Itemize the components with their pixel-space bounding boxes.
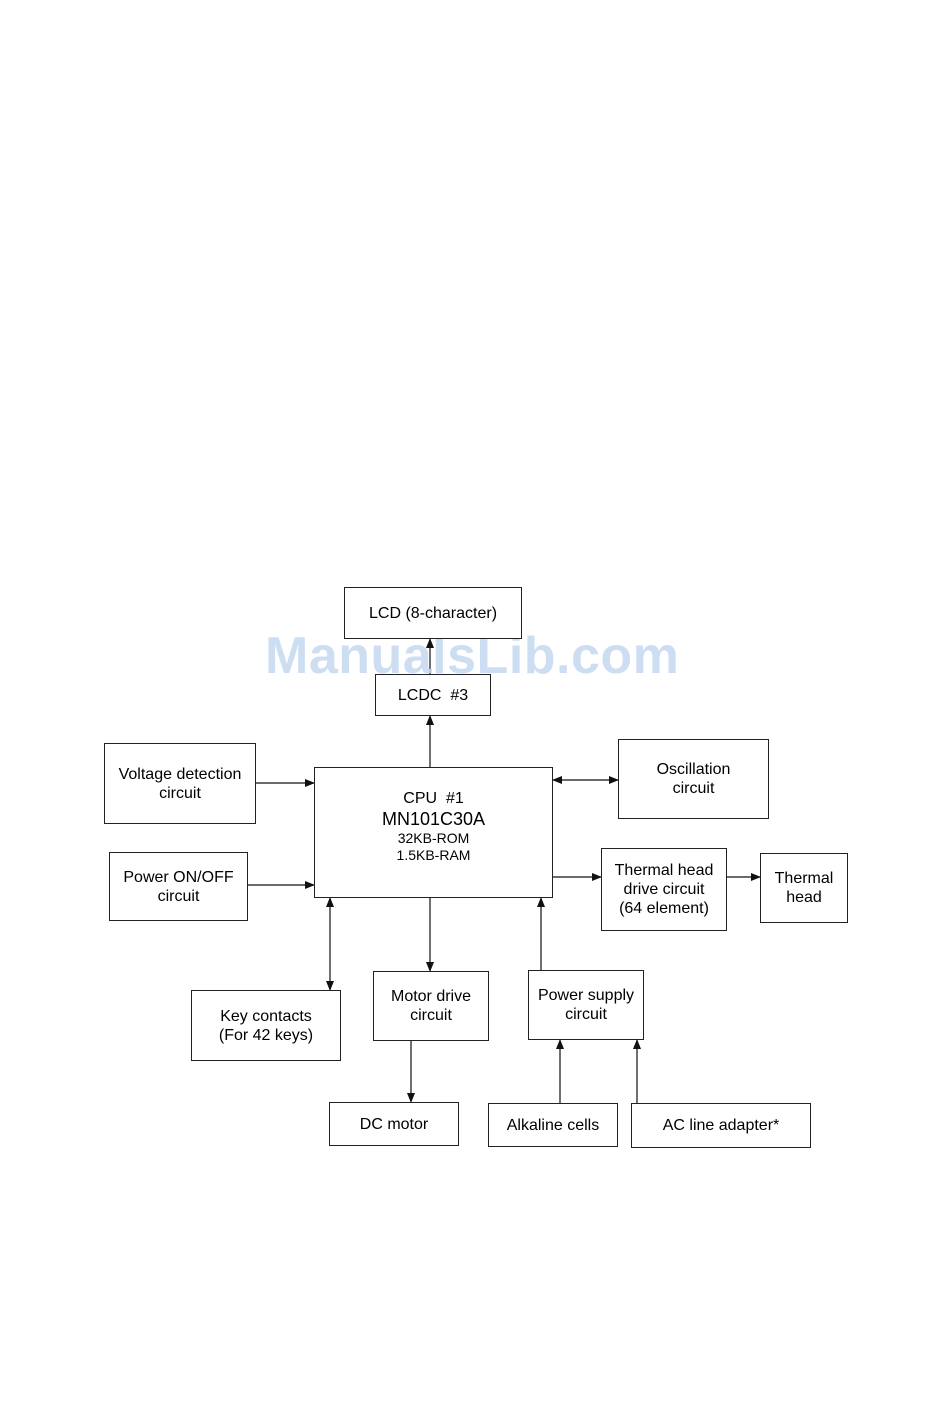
motor-drive-label-line1: Motor drive xyxy=(390,988,472,1005)
key-contacts-label-line1: Key contacts xyxy=(220,1007,312,1025)
voltage-label-line1: Voltage detection xyxy=(118,765,242,783)
motor-drive-block: Motor drive circuit xyxy=(373,971,489,1041)
dc-motor-label: DC motor xyxy=(359,1115,429,1133)
power-supply-label-line2: circuit xyxy=(565,1006,607,1023)
ac-adapter-block: AC line adapter* xyxy=(631,1103,811,1148)
ac-adapter-label: AC line adapter* xyxy=(662,1117,780,1134)
power-onoff-block: Power ON/OFF circuit xyxy=(109,852,248,921)
voltage-detection-block: Voltage detection circuit xyxy=(104,743,256,824)
power-supply-block: Power supply circuit xyxy=(528,970,644,1040)
lcd-block: LCD (8-character) xyxy=(344,587,522,639)
cpu-label-ram: 1.5KB-RAM xyxy=(396,847,471,863)
oscillation-block: Oscillation circuit xyxy=(618,739,769,819)
thermal-drive-label-line1: Thermal head xyxy=(614,862,714,879)
thermal-head-block: Thermal head xyxy=(760,853,848,923)
thermal-drive-label-line2: drive circuit xyxy=(623,881,705,898)
power-supply-label-line1: Power supply xyxy=(537,987,635,1004)
oscillation-label-line1: Oscillation xyxy=(656,761,731,778)
voltage-label-line2: circuit xyxy=(159,784,201,802)
cpu-label-model: MN101C30A xyxy=(381,809,486,829)
cpu-label-name: CPU #1 xyxy=(403,790,464,807)
lcdc-block: LCDC #3 xyxy=(375,674,491,716)
motor-drive-label-line2: circuit xyxy=(410,1007,452,1024)
thermal-drive-block: Thermal head drive circuit (64 element) xyxy=(601,848,727,931)
lcdc-label: LCDC #3 xyxy=(397,686,469,704)
key-contacts-label-line2: (For 42 keys) xyxy=(218,1026,314,1044)
key-contacts-block: Key contacts (For 42 keys) xyxy=(191,990,341,1061)
dc-motor-block: DC motor xyxy=(329,1102,459,1146)
alkaline-cells-block: Alkaline cells xyxy=(488,1103,618,1147)
thermal-drive-label-line3: (64 element) xyxy=(619,900,709,917)
power-onoff-label-line2: circuit xyxy=(157,887,200,905)
alkaline-cells-label: Alkaline cells xyxy=(506,1116,600,1134)
thermal-head-label-line1: Thermal xyxy=(774,870,834,887)
oscillation-label-line2: circuit xyxy=(672,780,715,797)
lcd-label: LCD (8-character) xyxy=(368,604,498,622)
cpu-label-rom: 32KB-ROM xyxy=(397,830,470,846)
cpu-block: CPU #1 MN101C30A 32KB-ROM 1.5KB-RAM xyxy=(314,767,553,898)
power-onoff-label-line1: Power ON/OFF xyxy=(123,868,234,886)
thermal-head-label-line2: head xyxy=(786,889,822,906)
